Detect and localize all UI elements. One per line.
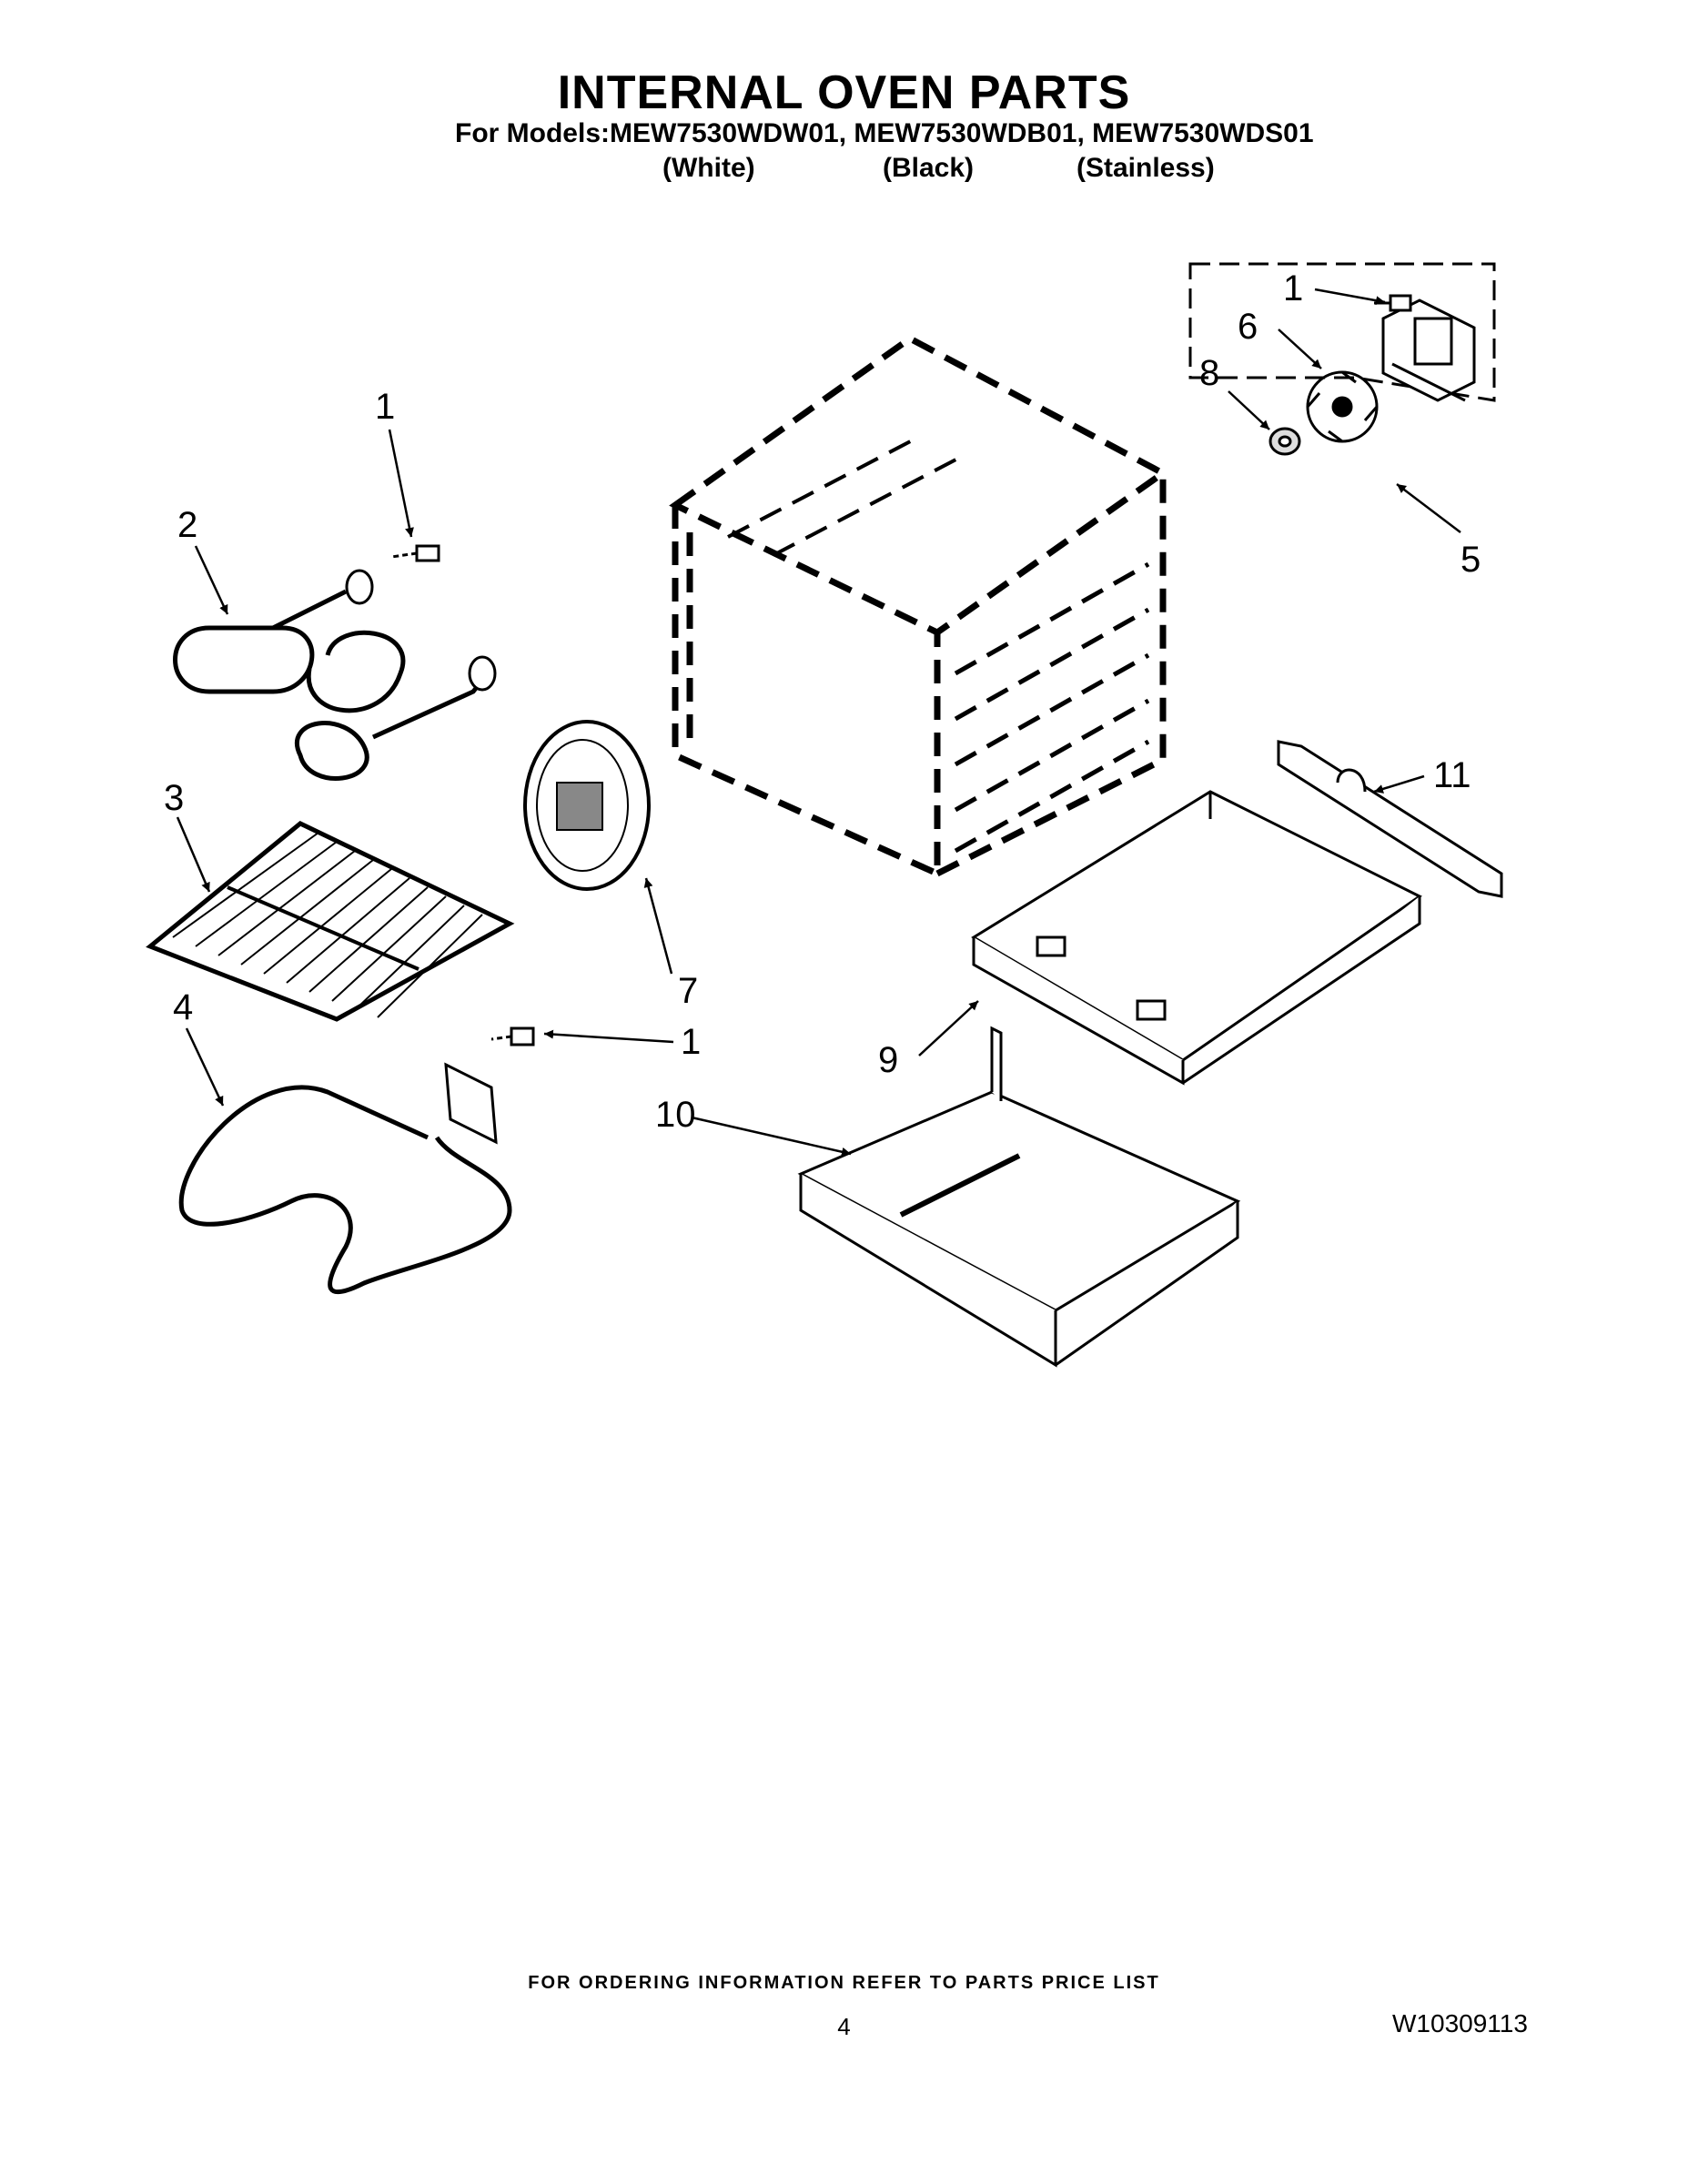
convection-fan-blade (1306, 370, 1379, 443)
broil-element-terminals (345, 569, 497, 692)
ordering-note: FOR ORDERING INFORMATION REFER TO PARTS … (528, 1973, 1160, 1993)
callout-7: 7 (678, 971, 698, 1011)
callout-3: 3 (164, 778, 184, 818)
callout-1-fan-screw: 1 (1283, 268, 1303, 308)
bake-element-bracket (444, 1062, 498, 1145)
page-number: 4 (837, 2013, 851, 2040)
variant-black: (Black) (883, 153, 975, 183)
oven-cavity-outline (669, 334, 1169, 879)
callout-1-bake-screw: 1 (681, 1022, 701, 1062)
fan-nut (1269, 427, 1301, 456)
callout-4: 4 (173, 987, 193, 1027)
callout-8: 8 (1199, 353, 1219, 393)
oven-bottom-cover (797, 1026, 1241, 1368)
bake-screw (490, 1026, 535, 1046)
oven-bottom (971, 790, 1422, 1086)
models-line: For Models:MEW7530WDW01, MEW7530WDB01, M… (455, 118, 1314, 148)
variant-white: (White) (662, 153, 755, 183)
callout-9: 9 (878, 1040, 898, 1080)
bake-element (178, 1085, 512, 1294)
broil-screw (390, 544, 440, 562)
document-number: W10309113 (1392, 2009, 1528, 2037)
leader-lines (176, 288, 1461, 1157)
callout-10: 10 (655, 1095, 696, 1135)
bottom-bracket (1277, 740, 1503, 898)
convection-motor-bracket (1381, 298, 1476, 402)
callout-2: 2 (177, 505, 197, 545)
fan-screw (1374, 294, 1412, 312)
convection-fan-cover (523, 720, 651, 891)
callout-5: 5 (1461, 540, 1481, 580)
broil-element (173, 589, 493, 781)
callout-1-broil-screw: 1 (375, 387, 395, 427)
variant-stainless: (Stainless) (1076, 153, 1215, 183)
oven-rack (146, 821, 515, 1022)
callout-11: 11 (1433, 755, 1471, 795)
oven-rack-wires (172, 832, 483, 1018)
page-title: INTERNAL OVEN PARTS (557, 66, 1131, 119)
callout-6: 6 (1238, 307, 1258, 347)
